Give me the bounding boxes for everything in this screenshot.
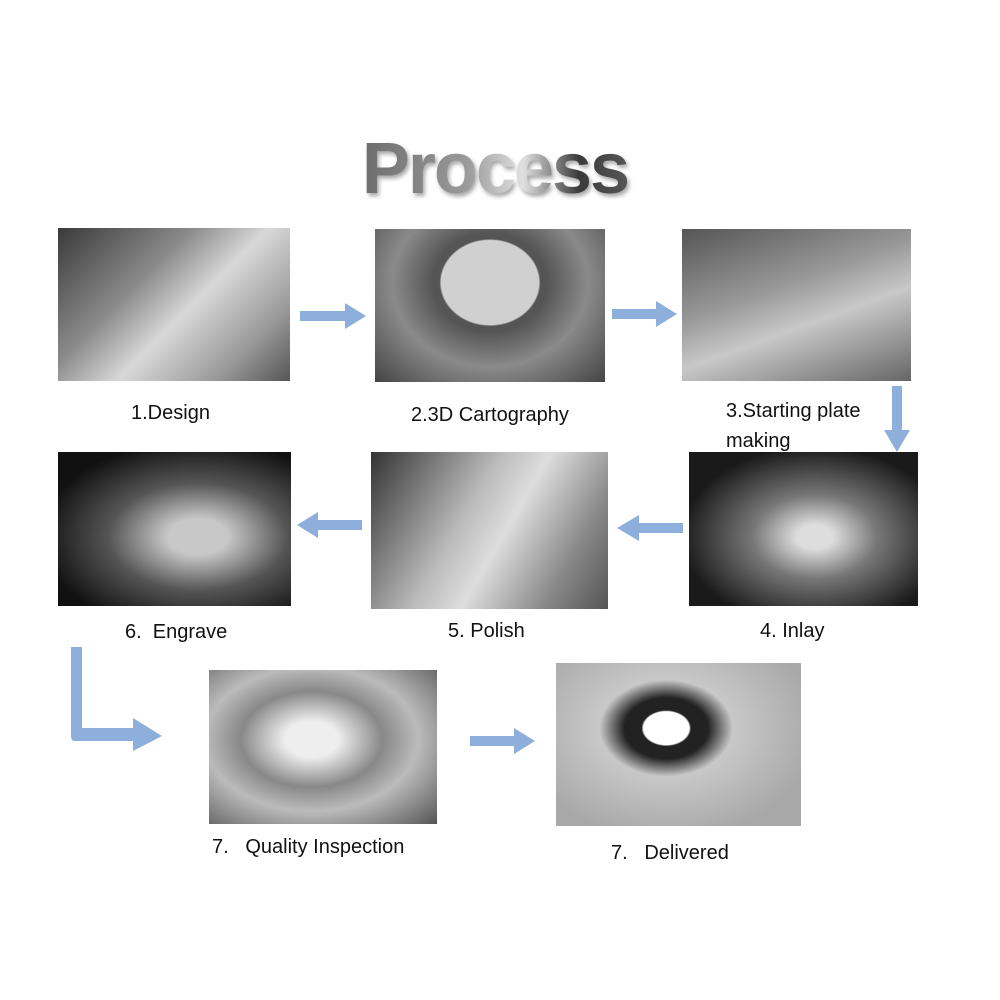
- diagram-title: Process: [355, 128, 635, 210]
- arrow-right-icon: [612, 301, 677, 327]
- photo-starting-plate: [682, 229, 911, 381]
- photo-polish: [371, 452, 608, 609]
- photo-design: [58, 228, 290, 381]
- step-label-quality-inspection: 7. Quality Inspection: [212, 836, 405, 858]
- photo-quality-inspection: [209, 670, 437, 824]
- arrow-right-icon: [300, 303, 366, 329]
- arrow-down-icon: [884, 386, 910, 452]
- step-label-3d-cartography: 2.3D Cartography: [411, 404, 569, 426]
- step-label-engrave: 6. Engrave: [125, 621, 228, 643]
- arrow-l-shape-icon: [71, 647, 162, 751]
- step-label-design: 1.Design: [131, 402, 210, 424]
- photo-inlay: [689, 452, 918, 606]
- arrow-left-icon: [617, 515, 683, 541]
- arrow-left-icon: [297, 512, 362, 538]
- photo-engrave: [58, 452, 291, 606]
- step-label-inlay: 4. Inlay: [760, 620, 825, 642]
- photo-3d-cartography: [375, 229, 605, 382]
- step-label-starting-plate: 3.Starting plate making: [726, 400, 861, 452]
- step-label-delivered: 7. Delivered: [611, 842, 729, 864]
- photo-delivered: [556, 663, 801, 826]
- step-label-polish: 5. Polish: [448, 620, 525, 642]
- arrow-right-icon: [470, 728, 535, 754]
